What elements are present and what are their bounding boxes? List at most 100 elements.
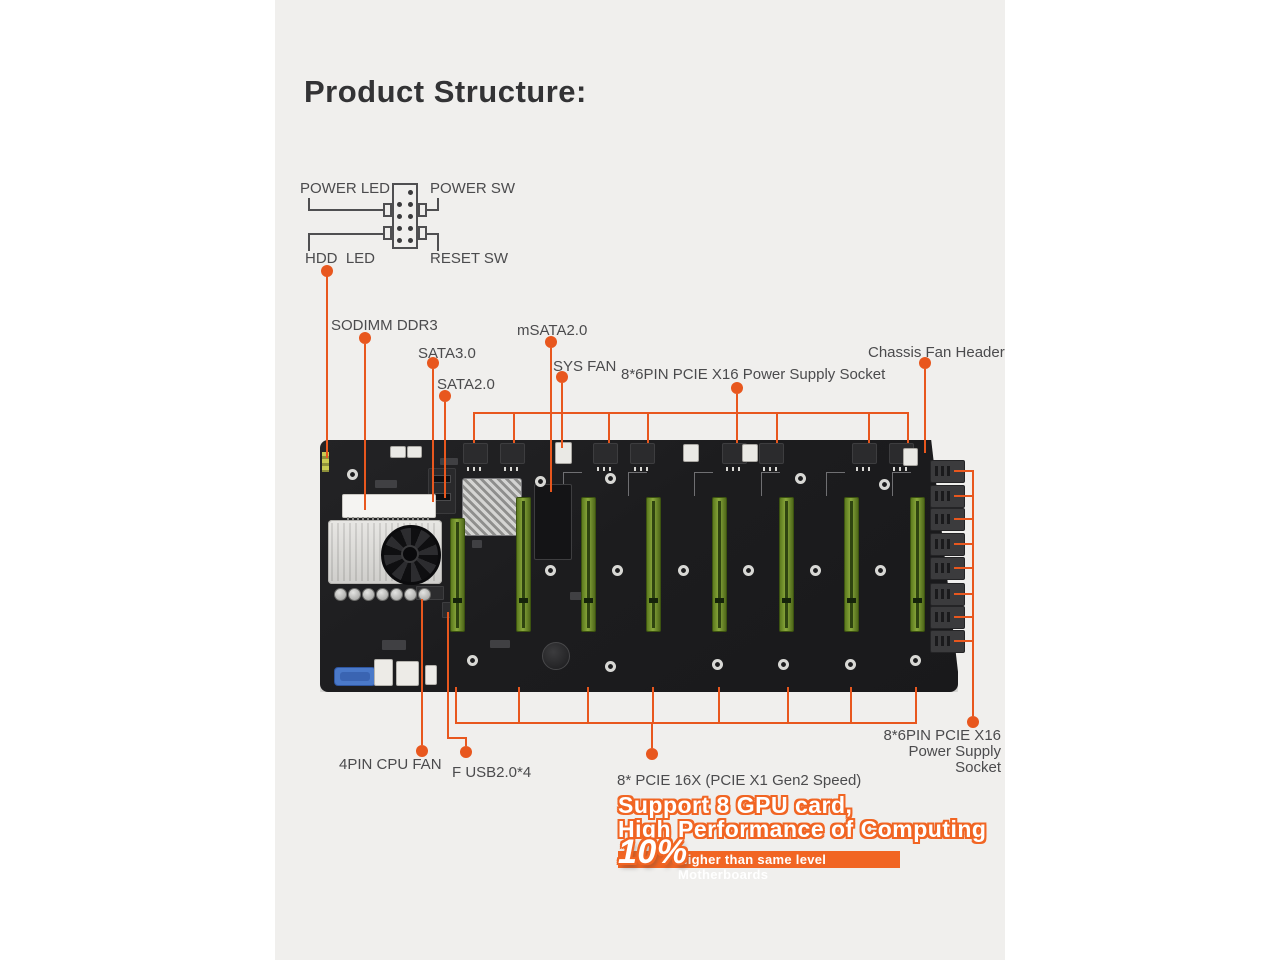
callout-line-sata2	[444, 402, 446, 498]
slot-rib	[456, 522, 459, 628]
pcie-x16-slot	[450, 518, 465, 632]
pcie-x16-slot	[910, 497, 925, 632]
callout-line-bracket-top	[907, 413, 909, 443]
label-power-led: POWER LED	[300, 180, 391, 197]
callout-line-f-usb	[465, 737, 467, 746]
callout-line-chassis-fan	[924, 369, 926, 453]
pcie-power-socket-right	[930, 630, 965, 653]
promo-line2: High Performance of Computing	[618, 816, 987, 842]
pcie-x16-slot	[646, 497, 661, 632]
callout-dot-pcie-power-top	[731, 382, 743, 394]
fan-header	[390, 446, 406, 458]
mounting-hole	[605, 661, 616, 672]
smd-chip	[375, 480, 397, 488]
callout-line-bracket-top	[608, 413, 610, 443]
callout-line-rsock	[954, 495, 972, 497]
slot-key	[649, 598, 658, 603]
callout-line-rsock	[954, 470, 972, 472]
callout-line-rsock	[954, 593, 972, 595]
io-port	[425, 665, 437, 685]
callout-line-bracket-bottom	[850, 687, 852, 723]
pin-header-connector-line	[437, 233, 439, 251]
pin-header-tab	[418, 226, 427, 240]
mounting-hole	[778, 659, 789, 670]
slot-rib	[652, 501, 655, 628]
usb-port	[396, 661, 419, 686]
mounting-hole	[712, 659, 723, 670]
capacitor	[376, 588, 389, 601]
slot-bracket-mark	[628, 472, 647, 496]
slot-key	[847, 598, 856, 603]
slot-rib	[718, 501, 721, 628]
label-reset-sw: RESET SW	[430, 250, 509, 267]
slot-key	[453, 598, 462, 603]
promo-percent: 10%	[618, 833, 688, 871]
callout-line-rsock	[954, 616, 972, 618]
vga-port	[334, 667, 376, 686]
callout-line-cpu-fan	[421, 599, 423, 745]
callout-line-bracket-top	[776, 413, 778, 443]
pin-header-pin	[408, 190, 413, 195]
mounting-hole	[612, 565, 623, 576]
sys-fan-header	[555, 442, 572, 464]
chipset-heatsink	[462, 478, 522, 536]
label-cpu-fan: 4PIN CPU FAN	[339, 756, 442, 773]
mounting-hole	[467, 655, 478, 666]
pin-header-pin	[408, 202, 413, 207]
mounting-hole	[810, 565, 821, 576]
callout-line-pcie-power-top	[736, 394, 738, 443]
mounting-hole	[347, 469, 358, 480]
mounting-hole	[845, 659, 856, 670]
callout-dot-sata2	[439, 390, 451, 402]
pin-header-tab	[383, 226, 392, 240]
promo-banner: Higher than same level Motherboards	[618, 851, 900, 882]
fan-header	[683, 444, 699, 462]
smd-chip	[440, 458, 458, 465]
pcie-power-socket-top	[630, 443, 655, 471]
label-sata2: SATA2.0	[437, 376, 495, 393]
pin-header-pin	[397, 202, 402, 207]
label-chassis-fan: Chassis Fan Header	[868, 344, 1005, 361]
capacitor	[390, 588, 403, 601]
pcie-power-socket-top	[463, 443, 488, 471]
pin-header-pin	[397, 214, 402, 219]
callout-line-bracket-bottom	[915, 687, 917, 723]
pin-header-connector-line	[308, 209, 384, 211]
callout-line-hdd-led	[326, 276, 328, 458]
smd-chip	[490, 640, 510, 648]
mounting-hole	[535, 476, 546, 487]
callout-dot-sata3	[427, 357, 439, 369]
mounting-hole	[545, 565, 556, 576]
label-pcie-power-top: 8*6PIN PCIE X16 Power Supply Socket	[621, 366, 886, 383]
callout-line-sodimm	[364, 344, 366, 510]
msata-module	[534, 484, 572, 560]
capacitor	[334, 588, 347, 601]
label-pcie-slots: 8* PCIE 16X (PCIE X1 Gen2 Speed)	[617, 772, 862, 789]
mounting-hole	[743, 565, 754, 576]
label-f-usb: F USB2.0*4	[452, 764, 532, 781]
callout-line-bracket-top	[868, 413, 870, 443]
slot-bracket-mark	[694, 472, 713, 496]
callout-line-bracket-bottom	[652, 687, 654, 723]
callout-line-f-usb	[447, 612, 449, 739]
pin-header-connector-line	[427, 233, 439, 235]
pin-header-connector-line	[437, 198, 439, 211]
label-pcie-power-right: 8*6PIN PCIE X16 Power Supply Socket	[860, 728, 1001, 776]
smd-chip	[382, 640, 406, 650]
callout-dot-msata	[545, 336, 557, 348]
callout-line-bracket-top	[647, 413, 649, 443]
pcie-power-socket-top	[759, 443, 784, 471]
callout-line-bracket-bottom	[518, 687, 520, 723]
pcie-x16-slot	[516, 497, 531, 632]
capacitor	[418, 588, 431, 601]
pin-header-connector-line	[308, 198, 310, 211]
callout-line-bracket-top	[513, 413, 515, 443]
capacitor	[404, 588, 417, 601]
callout-line-pcie-power-right	[972, 470, 974, 716]
slot-key	[715, 598, 724, 603]
label-sys-fan: SYS FAN	[553, 358, 617, 375]
callout-dot-hdd-led	[321, 265, 333, 277]
pcie-x16-slot	[844, 497, 859, 632]
slot-rib	[522, 501, 525, 628]
